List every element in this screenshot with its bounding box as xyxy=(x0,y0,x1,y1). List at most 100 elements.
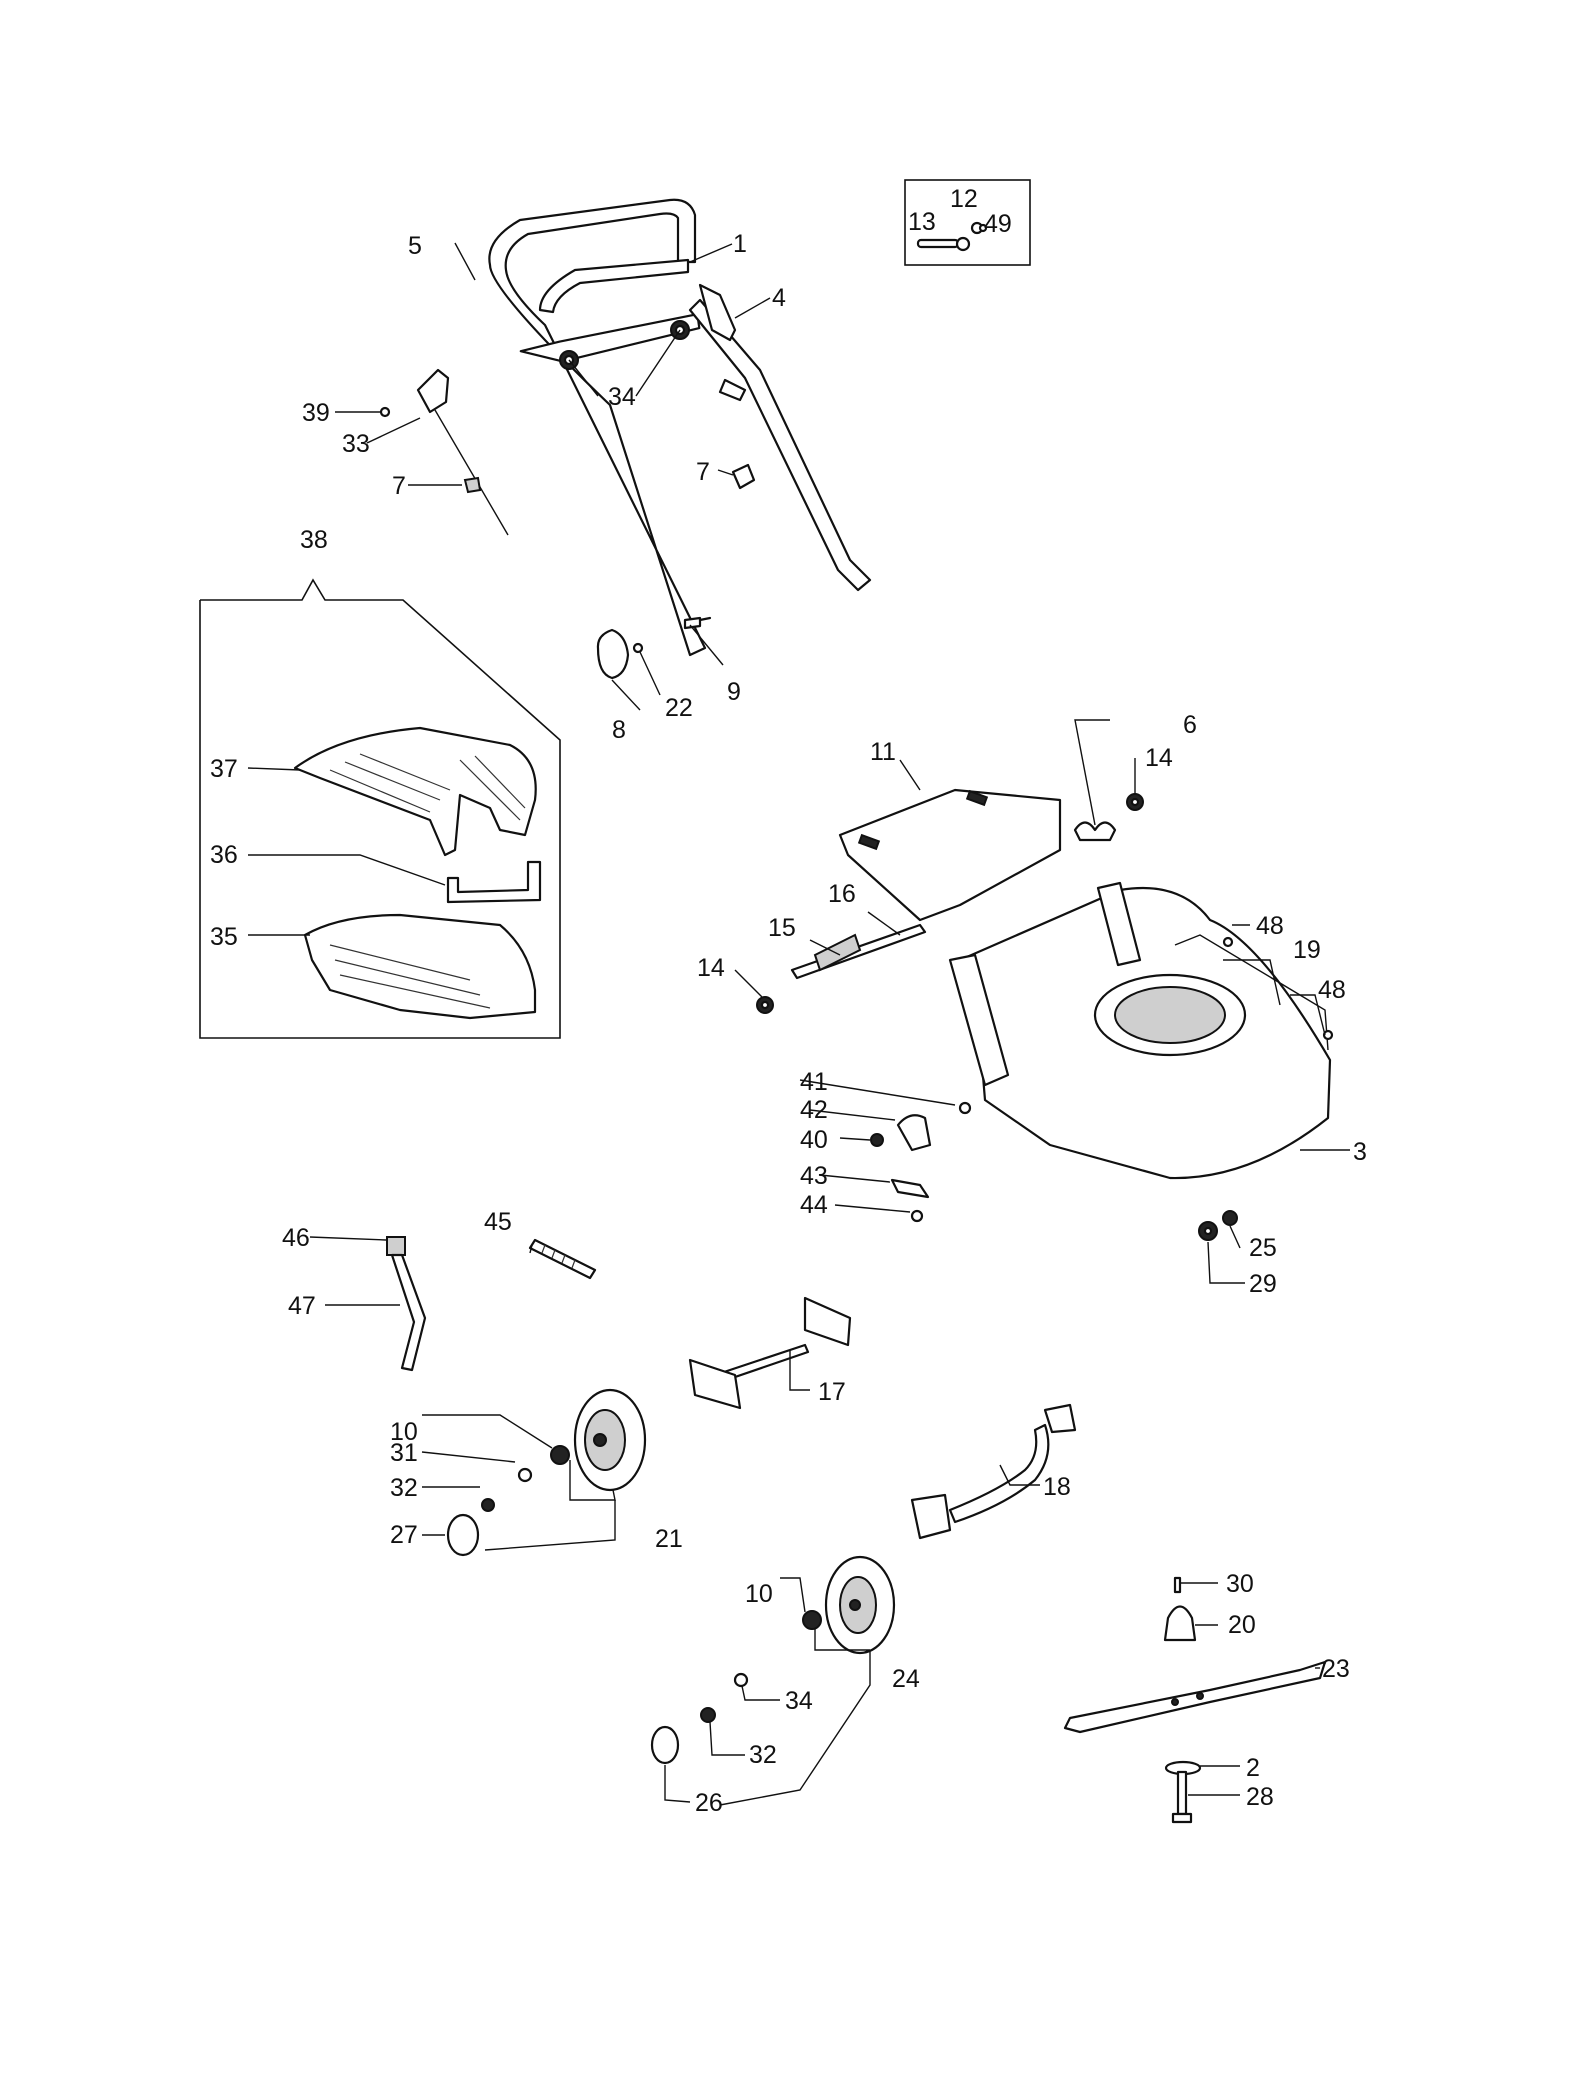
callout-15: 15 xyxy=(768,914,796,942)
callout-23: 23 xyxy=(1322,1655,1350,1683)
callout-12: 12 xyxy=(950,185,978,213)
callout-19: 19 xyxy=(1293,936,1321,964)
catcher-top-part-37 xyxy=(293,726,537,857)
spring-part-45 xyxy=(528,1238,597,1280)
catcher-bag-part-35 xyxy=(303,913,537,1020)
callout-16: 16 xyxy=(828,880,856,908)
screw-part-30 xyxy=(1173,1576,1182,1594)
screw-part-44 xyxy=(910,1209,924,1223)
nut-part-14b xyxy=(756,996,774,1014)
washer-part-22 xyxy=(632,642,644,654)
callout-32-rear: 32 xyxy=(749,1741,777,1769)
callout-44: 44 xyxy=(800,1191,828,1219)
callout-41: 41 xyxy=(800,1068,828,1096)
callout-14-right: 14 xyxy=(1145,744,1173,772)
hubcap-part-27 xyxy=(446,1513,480,1557)
callout-34-lower: 34 xyxy=(785,1687,813,1715)
callout-10-rear: 10 xyxy=(745,1580,773,1608)
plate-part-43 xyxy=(890,1178,930,1199)
washer-part-29 xyxy=(1198,1221,1218,1241)
callout-31: 31 xyxy=(390,1439,418,1467)
bushing-part-10b xyxy=(802,1610,822,1630)
callout-30: 30 xyxy=(1226,1570,1254,1598)
blade-adapter-part-20 xyxy=(1163,1605,1197,1642)
callout-11: 11 xyxy=(870,738,896,766)
callout-32-front: 32 xyxy=(390,1474,418,1502)
wheel-part-21 xyxy=(573,1388,647,1492)
callout-42: 42 xyxy=(800,1096,828,1124)
nut-part-14a xyxy=(1126,793,1144,811)
callout-46: 46 xyxy=(282,1224,310,1252)
callout-7-upper: 7 xyxy=(392,472,406,500)
torsion-spring-part-15 xyxy=(813,933,862,972)
leader-lines xyxy=(247,242,1350,1806)
cable-clip-part-7b xyxy=(731,463,756,490)
callout-39: 39 xyxy=(302,399,330,427)
handle-knob-part-8 xyxy=(596,628,630,680)
callout-9: 9 xyxy=(727,678,741,706)
pin-part-48b xyxy=(1322,1029,1334,1041)
handle-lower-bar xyxy=(688,298,872,592)
washer-part-39 xyxy=(379,406,391,418)
callout-24: 24 xyxy=(892,1665,920,1693)
callout-2: 2 xyxy=(1246,1754,1260,1782)
bushing-part-10a xyxy=(550,1445,570,1465)
callout-7-lower: 7 xyxy=(696,458,710,486)
callout-26: 26 xyxy=(695,1789,723,1817)
callout-45: 45 xyxy=(484,1208,512,1236)
callout-27: 27 xyxy=(390,1521,418,1549)
throttle-lever-part-33 xyxy=(416,368,509,536)
callout-4: 4 xyxy=(772,284,786,312)
callout-38: 38 xyxy=(300,526,328,554)
nut-part-32b xyxy=(700,1707,716,1723)
lever-part-47 xyxy=(390,1253,427,1372)
front-axle-part-17 xyxy=(688,1296,852,1410)
handle-upper-part-5 xyxy=(488,198,707,657)
callout-29: 29 xyxy=(1249,1270,1277,1298)
callout-18: 18 xyxy=(1043,1473,1071,1501)
callout-22: 22 xyxy=(665,694,693,722)
spring-part-6 xyxy=(1073,821,1117,842)
callout-6: 6 xyxy=(1183,711,1197,739)
callout-17: 17 xyxy=(818,1378,846,1406)
callout-labels: 1 2 3 4 5 6 7 7 8 9 10 10 11 12 13 14 14… xyxy=(210,185,1367,1817)
callout-5: 5 xyxy=(408,232,422,260)
nut-part-40 xyxy=(870,1133,884,1147)
callout-25: 25 xyxy=(1249,1234,1277,1262)
grass-catcher-box-38 xyxy=(199,578,561,1039)
callout-48-upper: 48 xyxy=(1256,912,1284,940)
rear-rod-part-19 xyxy=(1174,934,1329,1051)
callout-8: 8 xyxy=(612,716,626,744)
callout-49: 49 xyxy=(984,210,1012,238)
nut-part-25 xyxy=(1222,1210,1238,1226)
callout-33: 33 xyxy=(342,430,370,458)
bolt-part-41 xyxy=(958,1101,972,1115)
bolt-part-28 xyxy=(1171,1770,1193,1824)
bolt-part-9 xyxy=(683,616,712,630)
hubcap-part-26 xyxy=(650,1725,680,1765)
rear-axle-part-18 xyxy=(910,1403,1077,1540)
callout-20: 20 xyxy=(1228,1611,1256,1639)
inset-hardware-box xyxy=(904,179,1031,266)
rear-flap-part-11 xyxy=(838,788,1062,922)
callout-35: 35 xyxy=(210,923,238,951)
callout-3: 3 xyxy=(1353,1138,1367,1166)
callout-1: 1 xyxy=(733,230,747,258)
callout-10-front: 10 xyxy=(390,1418,418,1446)
blade-part-23 xyxy=(1063,1660,1327,1734)
callout-21: 21 xyxy=(655,1525,683,1553)
lever-cap-part-46 xyxy=(386,1236,406,1256)
callout-34-upper: 34 xyxy=(608,383,636,411)
height-lever-part-42 xyxy=(896,1114,932,1152)
callout-13: 13 xyxy=(908,208,936,236)
callout-47: 47 xyxy=(288,1292,316,1320)
callout-28: 28 xyxy=(1246,1783,1274,1811)
nut-part-32a xyxy=(481,1498,495,1512)
pin-part-48a xyxy=(1222,936,1234,948)
washer-part-34 xyxy=(733,1672,749,1688)
callout-48-lower: 48 xyxy=(1318,976,1346,1004)
callout-14-left: 14 xyxy=(697,954,725,982)
callout-36: 36 xyxy=(210,841,238,869)
callout-40: 40 xyxy=(800,1126,828,1154)
